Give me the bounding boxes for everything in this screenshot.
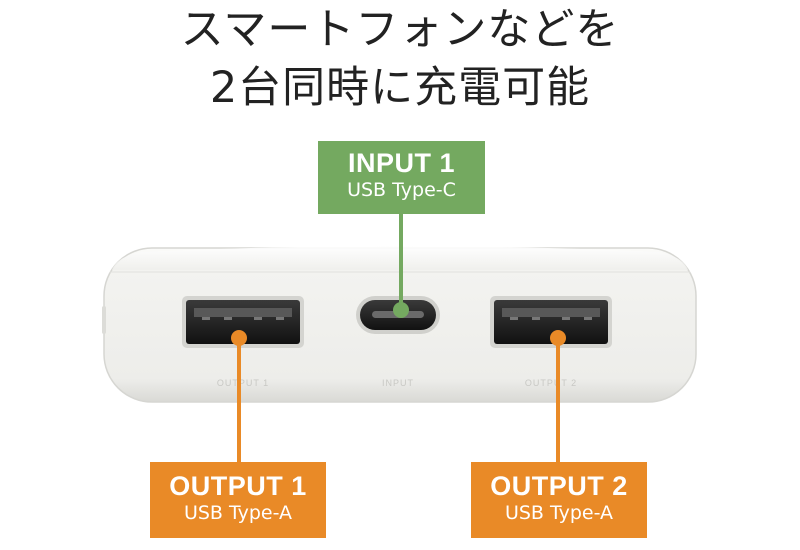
output2-callout: OUTPUT 2 USB Type-A (471, 462, 647, 538)
input-leader-dot (393, 302, 409, 318)
usb-a-port-1 (182, 296, 304, 348)
side-button (102, 306, 106, 334)
input-leader-line (399, 214, 403, 310)
device-label-output2: OUTPUT 2 (525, 378, 577, 388)
output2-leader-line (556, 336, 560, 464)
device-label-output1: OUTPUT 1 (217, 378, 269, 388)
headline-line-2: 2台同時に充電可能 (209, 63, 591, 113)
input1-subtitle: USB Type-C (347, 179, 456, 201)
output1-title: OUTPUT 1 (169, 471, 307, 501)
output1-leader-line (237, 336, 241, 464)
usb-a-port-2 (490, 296, 612, 348)
output1-subtitle: USB Type-A (183, 502, 293, 524)
output2-title: OUTPUT 2 (490, 471, 628, 501)
input1-title: INPUT 1 (347, 148, 456, 178)
headline-line-1: スマートフォンなどを (180, 5, 620, 55)
device-label-input: INPUT (382, 378, 414, 388)
output1-leader-dot (231, 330, 247, 346)
input1-callout: INPUT 1 USB Type-C (318, 141, 485, 214)
output2-leader-dot (550, 330, 566, 346)
output2-subtitle: USB Type-A (504, 502, 614, 524)
output1-callout: OUTPUT 1 USB Type-A (150, 462, 326, 538)
